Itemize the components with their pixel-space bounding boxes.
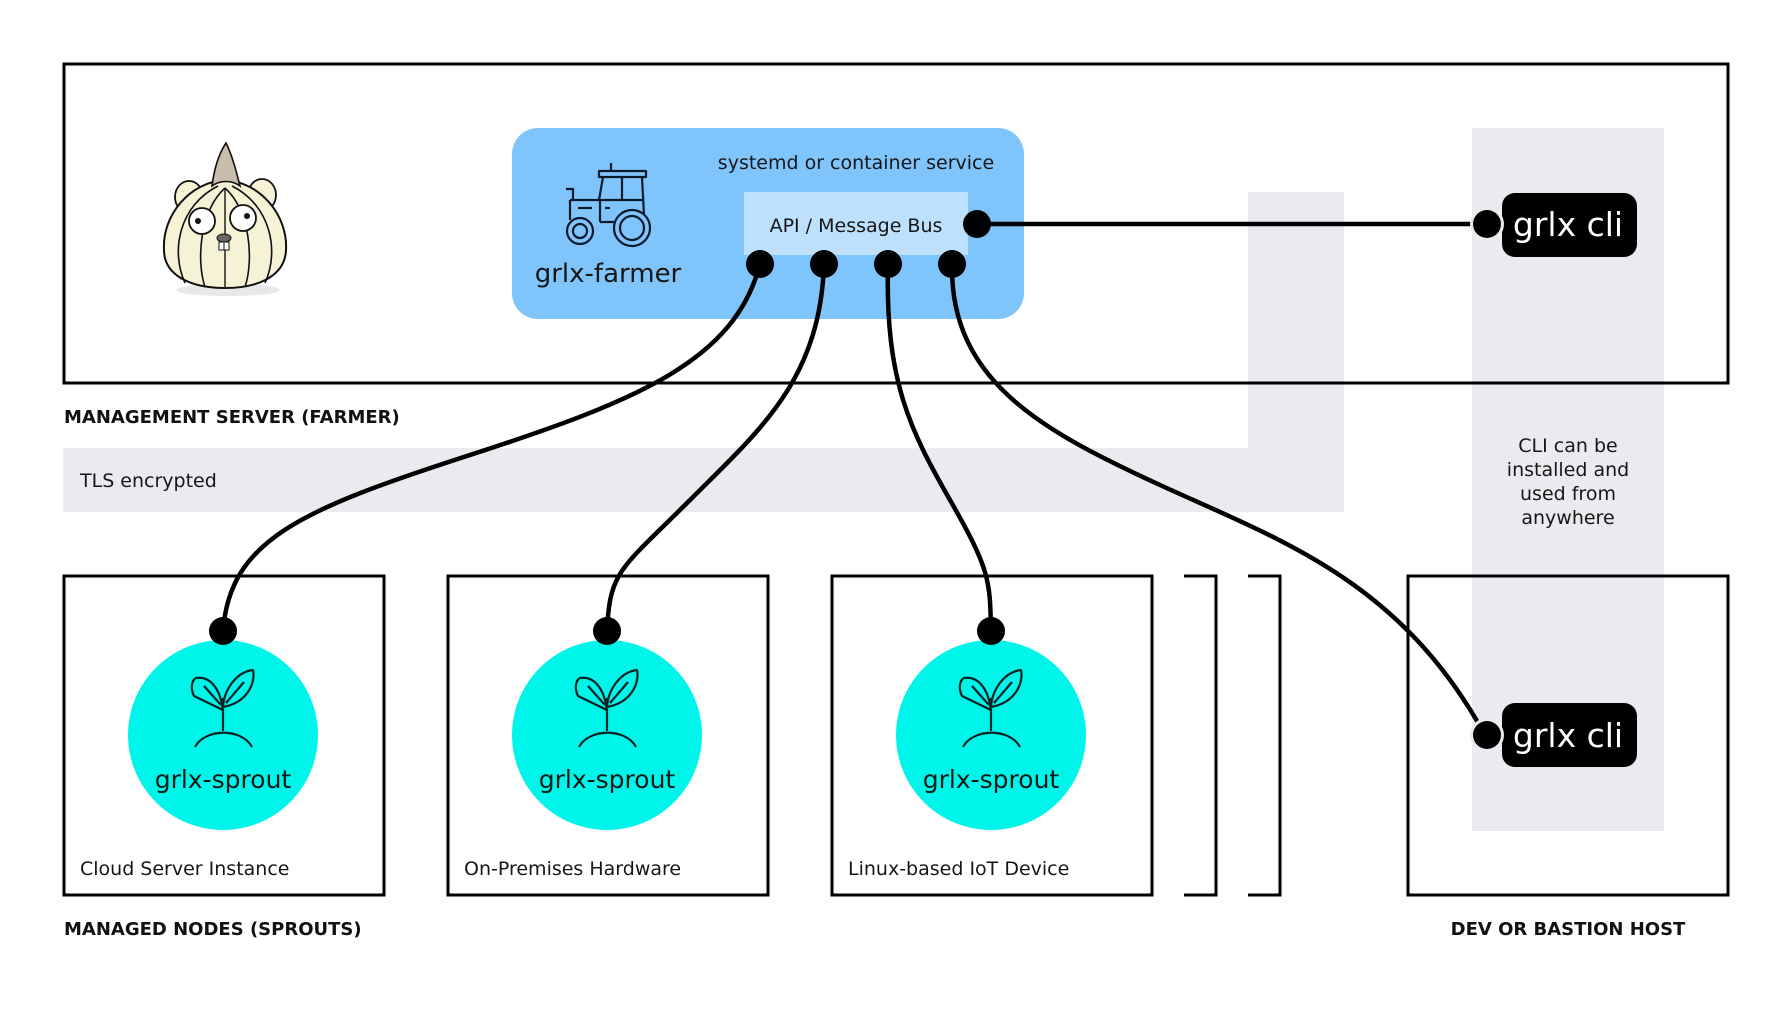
sprout-node-2: grlx-sprout xyxy=(512,617,702,830)
bus-port-cli xyxy=(963,210,991,238)
cli-note-line-1: CLI can be xyxy=(1518,435,1617,457)
farmer-name: grlx-farmer xyxy=(535,259,682,289)
tls-label: TLS encrypted xyxy=(79,470,217,492)
message-bus-box xyxy=(744,192,968,255)
cli-note-line-3: used from xyxy=(1520,483,1616,505)
sprout-icon xyxy=(958,668,1023,748)
connections xyxy=(220,221,1488,738)
more-nodes-bracket-2 xyxy=(1248,574,1282,897)
managed-nodes-label: MANAGED NODES (SPROUTS) xyxy=(64,919,362,940)
cli-note-line-4: anywhere xyxy=(1521,507,1614,529)
sprout-icon xyxy=(190,668,255,748)
garlic-gopher-mascot xyxy=(162,141,288,296)
node-box-iot xyxy=(830,574,1154,897)
sprout-label: grlx-sprout xyxy=(923,765,1060,794)
sprout-node-3: grlx-sprout xyxy=(896,617,1086,830)
bus-port-2 xyxy=(810,250,838,278)
sprout-port xyxy=(593,617,621,645)
sprout-node-1: grlx-sprout xyxy=(128,617,318,830)
sprout-port xyxy=(209,617,237,645)
cli-node-bottom: grlx cli xyxy=(1470,703,1637,767)
connection-bus-to-sprout-1 xyxy=(220,261,763,634)
bus-port-4 xyxy=(938,250,966,278)
cli-port-bottom xyxy=(1473,721,1501,749)
connection-bus-to-sprout-2 xyxy=(604,261,827,634)
cli-port-top xyxy=(1473,210,1501,238)
sprout-label: grlx-sprout xyxy=(155,765,292,794)
connection-bus-to-cli-bottom xyxy=(949,261,1488,738)
sprout-icon xyxy=(574,668,639,748)
bus-port-1 xyxy=(746,250,774,278)
tls-band xyxy=(63,448,1344,512)
node-box-onprem xyxy=(446,574,770,897)
connection-bus-to-sprout-3 xyxy=(885,261,994,634)
cli-label-bottom: grlx cli xyxy=(1513,716,1623,755)
more-nodes-bracket-1 xyxy=(1184,574,1218,897)
cli-node-top: grlx cli xyxy=(1470,193,1637,257)
sprout-label: grlx-sprout xyxy=(539,765,676,794)
cli-note-line-2: installed and xyxy=(1507,459,1629,481)
management-server-label: MANAGEMENT SERVER (FARMER) xyxy=(64,407,400,428)
cli-label-top: grlx cli xyxy=(1513,205,1623,244)
host-label-iot: Linux-based IoT Device xyxy=(848,858,1069,880)
management-server-box xyxy=(62,62,1730,385)
node-box-cloud xyxy=(62,574,386,897)
host-label-onprem: On-Premises Hardware xyxy=(464,858,681,880)
message-bus-label: API / Message Bus xyxy=(770,215,943,237)
dev-host-label: DEV OR BASTION HOST xyxy=(1451,919,1686,940)
host-label-cloud: Cloud Server Instance xyxy=(80,858,289,880)
bus-port-3 xyxy=(874,250,902,278)
dev-host-box xyxy=(1406,574,1730,897)
service-label: systemd or container service xyxy=(718,152,994,174)
tractor-icon xyxy=(565,163,652,248)
sprout-port xyxy=(977,617,1005,645)
